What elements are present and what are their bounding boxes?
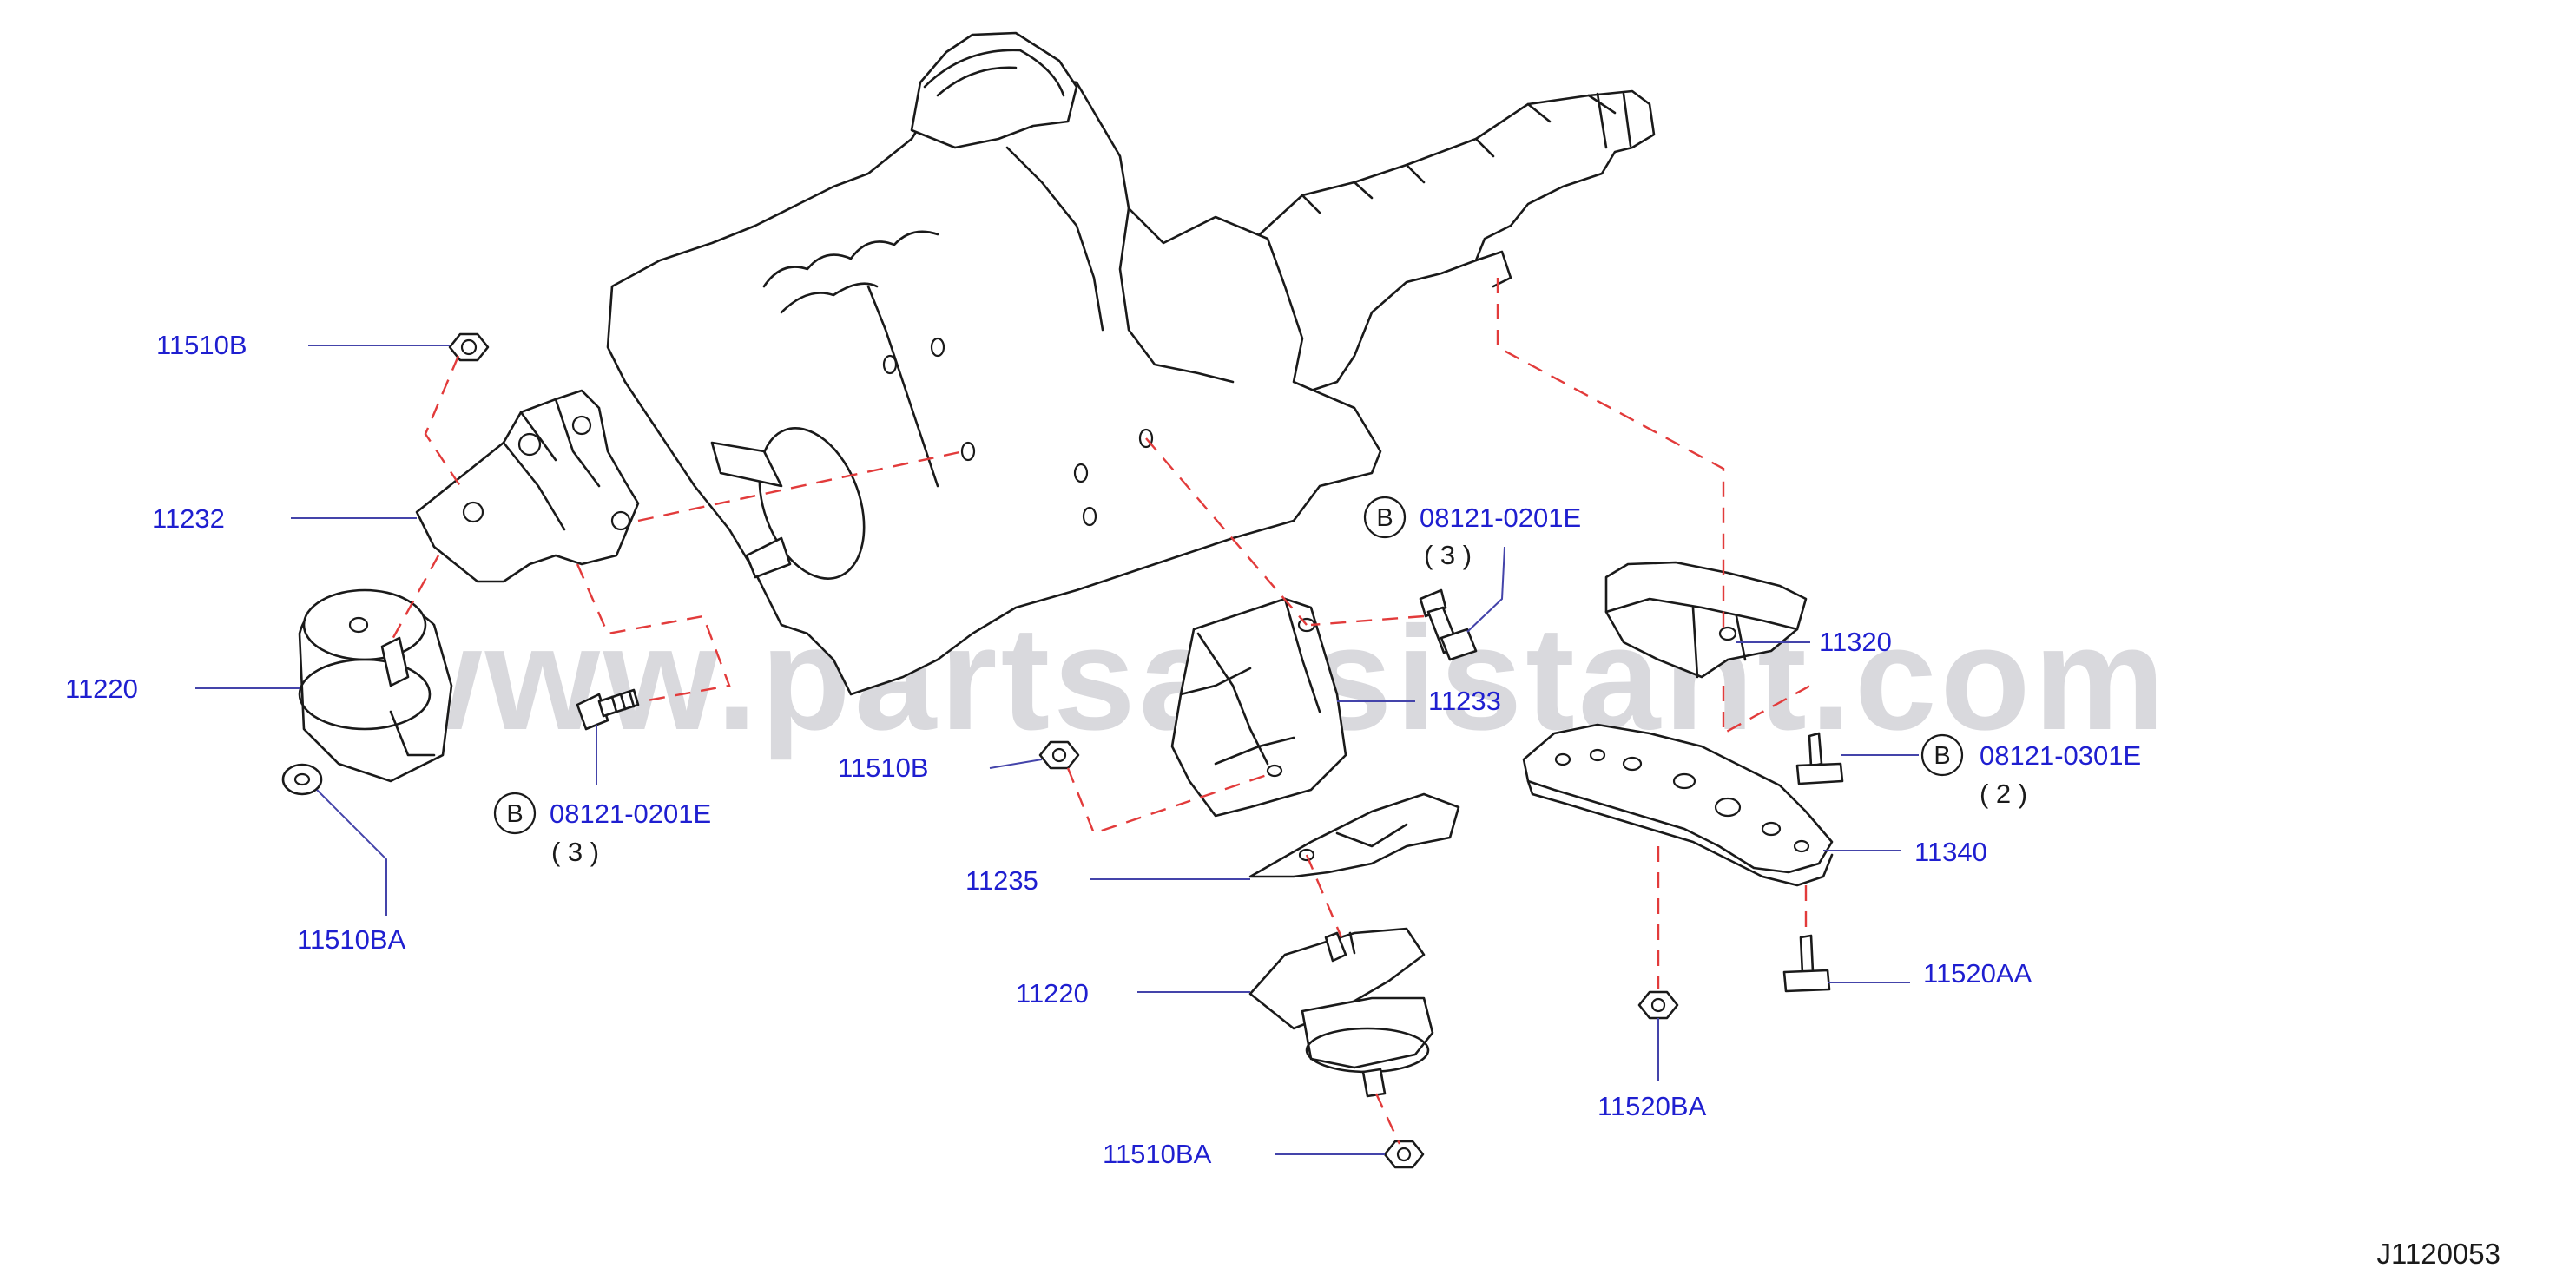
callout-11510b-mid: 11510B bbox=[838, 752, 929, 783]
callout-11220-center: 11220 bbox=[1016, 978, 1089, 1009]
callouts: 11510B 11232 11220 11510BA 08121-0201E 0… bbox=[65, 330, 2141, 1169]
part-08121-0201e-bolt-mid bbox=[1419, 588, 1478, 661]
dash-mount-center-to-nut bbox=[1374, 1093, 1401, 1145]
qty-left: ( 3 ) bbox=[551, 837, 599, 867]
assembly-dashed-lines bbox=[389, 278, 1811, 1145]
part-11220-mount-left bbox=[298, 588, 453, 783]
callout-11520aa: 11520AA bbox=[1923, 958, 2032, 989]
callout-11320: 11320 bbox=[1819, 627, 1892, 657]
callout-11220-left: 11220 bbox=[65, 674, 138, 704]
dash-plate-to-mount-center bbox=[1305, 854, 1343, 938]
part-11340-crossmember bbox=[1522, 723, 1834, 887]
callout-08121-0201e-mid: 08121-0201E bbox=[1420, 503, 1581, 533]
badge-left-letter: B bbox=[506, 800, 523, 828]
part-11510b-nut-top bbox=[448, 332, 490, 362]
callout-11520ba: 11520BA bbox=[1598, 1091, 1707, 1121]
callout-08121-0301e: 08121-0301E bbox=[1980, 740, 2141, 771]
callout-11232: 11232 bbox=[152, 503, 225, 534]
badge-left: B bbox=[493, 792, 537, 835]
part-08121-0301e-bolt-right bbox=[1795, 732, 1844, 785]
leader-11510ba-left bbox=[316, 789, 387, 916]
part-11510ba-nut-bottom bbox=[1383, 1140, 1425, 1169]
dash-bracket-to-mount-left bbox=[389, 555, 440, 643]
diagram-reference-id: J1120053 bbox=[2376, 1238, 2500, 1270]
engine-assembly bbox=[606, 31, 1656, 696]
leader-11510b-mid bbox=[989, 759, 1043, 769]
part-11510ba-washer-left bbox=[281, 763, 323, 796]
qty-right: ( 2 ) bbox=[1980, 779, 2027, 809]
callout-08121-0201e-left: 08121-0201E bbox=[550, 798, 711, 829]
part-11520ba-nut bbox=[1637, 990, 1679, 1020]
part-11233-bracket-center bbox=[1170, 597, 1347, 818]
callout-11510ba-left: 11510BA bbox=[297, 924, 406, 955]
part-11235-plate bbox=[1248, 792, 1460, 878]
quantities: ( 3 ) ( 3 ) ( 2 ) bbox=[551, 540, 2027, 867]
dash-engine-to-bracket-center bbox=[1145, 437, 1308, 626]
dash-bolt-to-bracket-center bbox=[1310, 614, 1425, 627]
part-11510b-nut-mid bbox=[1038, 740, 1080, 770]
qty-mid: ( 3 ) bbox=[1424, 540, 1472, 570]
badge-right: B bbox=[1920, 733, 1964, 777]
dash-mount-right-to-bolt bbox=[1722, 684, 1811, 736]
leader-lines bbox=[195, 345, 1919, 1155]
callout-11510b-top: 11510B bbox=[156, 330, 247, 360]
part-08121-0201e-bolt-left bbox=[576, 688, 640, 731]
leader-08121-0201e-mid bbox=[1466, 546, 1505, 633]
dash-bracket-to-engine bbox=[637, 450, 965, 522]
part-11220-mount-center bbox=[1248, 927, 1434, 1098]
part-11520aa-bolt bbox=[1782, 934, 1831, 993]
part-11232-bracket bbox=[415, 389, 640, 583]
badge-right-letter: B bbox=[1934, 742, 1950, 770]
callout-11233: 11233 bbox=[1428, 686, 1501, 716]
badge-mid-letter: B bbox=[1376, 504, 1393, 532]
dash-transmission-to-mount-right bbox=[1496, 278, 1725, 632]
dash-nut-to-plate bbox=[1066, 767, 1275, 835]
callout-11340: 11340 bbox=[1914, 837, 1987, 867]
callout-11510ba-bottom: 11510BA bbox=[1103, 1139, 1212, 1169]
dash-nut-to-bracket bbox=[424, 355, 461, 487]
part-11320-mount-right bbox=[1604, 561, 1808, 679]
callout-11235: 11235 bbox=[965, 865, 1038, 896]
badge-mid: B bbox=[1363, 496, 1407, 539]
